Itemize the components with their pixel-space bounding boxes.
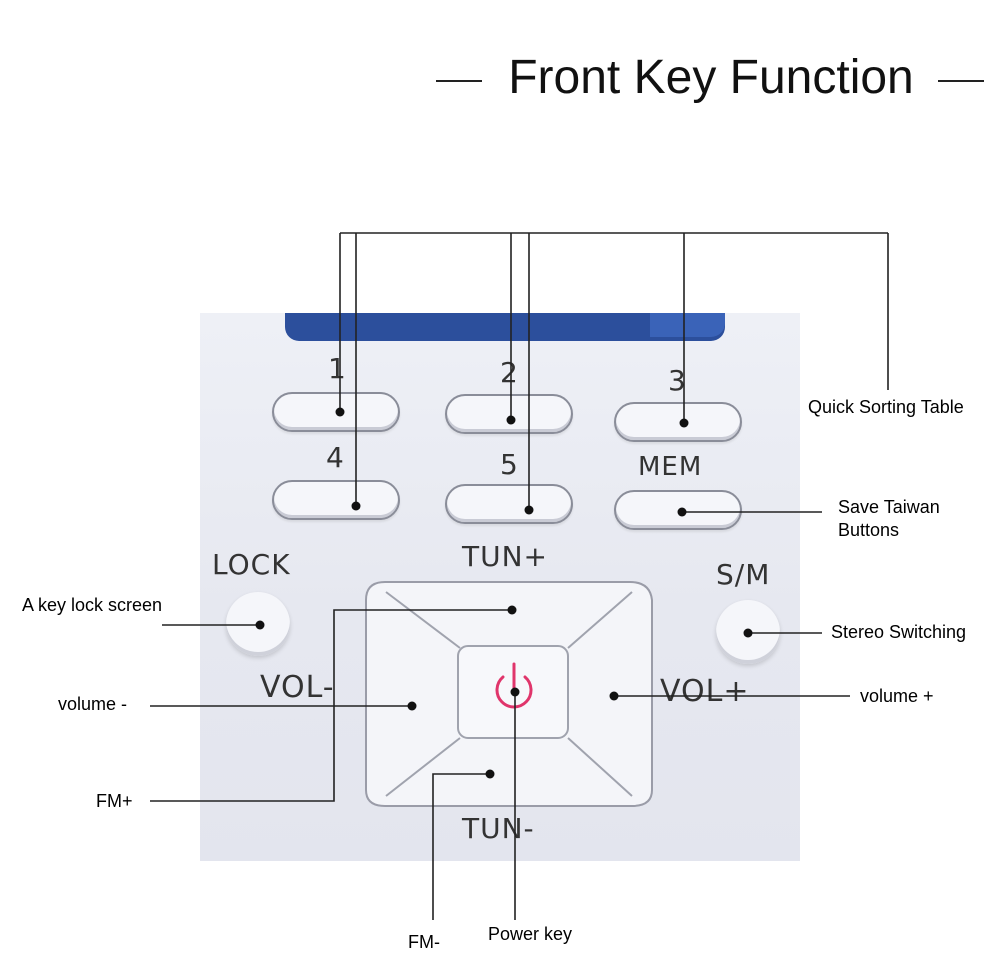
label-tun-minus: TUN- xyxy=(462,812,535,845)
preset-key-3[interactable] xyxy=(614,402,742,442)
page-title: Front Key Function xyxy=(436,48,986,108)
callout-fm-minus: FM- xyxy=(408,932,440,953)
label-lock: LOCK xyxy=(212,548,291,581)
sm-button[interactable] xyxy=(716,600,780,664)
label-key-5: 5 xyxy=(500,448,519,481)
label-key-4: 4 xyxy=(326,441,345,474)
callout-power: Power key xyxy=(488,924,572,945)
callout-volume-minus: volume - xyxy=(58,694,127,715)
label-vol-minus: VOL- xyxy=(260,670,335,705)
label-tun-plus: TUN+ xyxy=(462,540,548,573)
mem-key[interactable] xyxy=(614,490,742,530)
label-sm: S/M xyxy=(716,558,770,591)
preset-key-1[interactable] xyxy=(272,392,400,432)
label-key-1: 1 xyxy=(328,352,347,385)
label-key-2: 2 xyxy=(500,356,519,389)
lcd-screen-corner xyxy=(650,313,725,337)
title-block: Front Key Function xyxy=(436,48,986,108)
callout-volume-plus: volume + xyxy=(860,686,934,707)
preset-key-2[interactable] xyxy=(445,394,573,434)
label-mem: MEM xyxy=(638,452,702,482)
callout-quick-sorting: Quick Sorting Table xyxy=(808,397,964,418)
callout-save-line1: Save Taiwan xyxy=(838,497,940,518)
preset-key-4[interactable] xyxy=(272,480,400,520)
callout-stereo: Stereo Switching xyxy=(831,622,966,643)
callout-save-line2: Buttons xyxy=(838,520,899,541)
callout-fm-plus: FM+ xyxy=(96,791,133,812)
title-rule-right xyxy=(938,80,984,82)
label-vol-plus: VOL+ xyxy=(660,674,749,709)
label-key-3: 3 xyxy=(668,364,687,397)
callout-key-lock: A key lock screen xyxy=(22,595,162,616)
lock-button[interactable] xyxy=(226,592,290,656)
preset-key-5[interactable] xyxy=(445,484,573,524)
